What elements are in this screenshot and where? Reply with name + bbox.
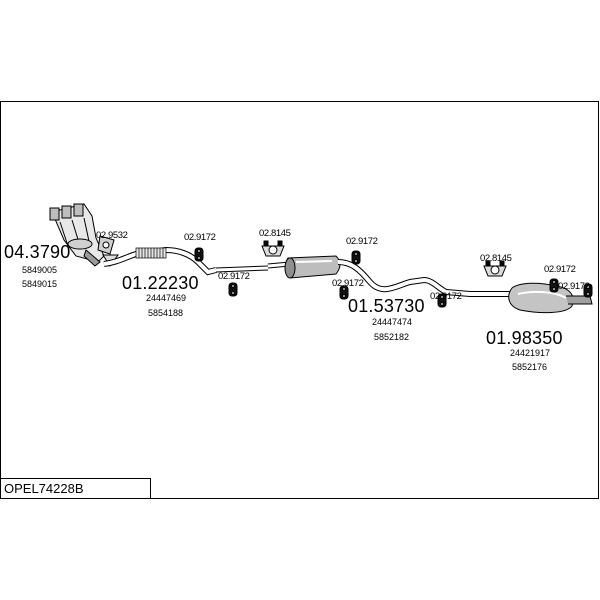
accessory-label-hanger-c: 02.9172 <box>346 236 378 247</box>
hanger-02-9172-a <box>194 247 204 262</box>
part-number-front-pipe: 01.22230 <box>122 273 199 293</box>
part-ref-manifold-1: 5849005 <box>22 265 58 275</box>
accessory-label-clamp-b: 02.8145 <box>480 253 512 264</box>
rear-pipe <box>337 259 512 297</box>
part-ref-rear-silencer-1: 24421917 <box>510 348 551 358</box>
part-number-manifold: 04.3790 <box>4 242 71 262</box>
exhaust-manifold <box>49 203 105 267</box>
intermediate-pipe <box>215 265 269 273</box>
clamp-02-8145-a <box>261 240 285 257</box>
accessory-label-02-9532: 02.9532 <box>96 230 128 241</box>
clamp-02-8145-b <box>483 260 507 277</box>
middle-silencer <box>267 255 341 279</box>
part-number-middle-silencer: 01.53730 <box>348 296 425 316</box>
accessory-label-hanger-g: 02.9172 <box>558 281 590 292</box>
part-number-rear-silencer: 01.98350 <box>486 328 563 348</box>
part-ref-front-pipe-1: 24447469 <box>146 293 187 303</box>
hanger-02-9172-c <box>351 250 361 265</box>
hanger-02-9172-d <box>339 285 349 300</box>
hanger-02-9172-b <box>228 282 238 297</box>
hanger-02-9172-f <box>549 278 559 293</box>
accessory-label-hanger-a: 02.9172 <box>184 232 216 243</box>
accessory-label-clamp-a: 02.8145 <box>259 228 291 239</box>
part-ref-middle-silencer-2: 5852182 <box>374 332 410 342</box>
diagram-code: OPEL74228B <box>0 478 151 499</box>
flex-section <box>135 247 167 259</box>
diagram-frame <box>0 101 599 499</box>
part-ref-middle-silencer-1: 24447474 <box>372 317 413 327</box>
accessory-label-hanger-f: 02.9172 <box>544 264 576 275</box>
accessory-label-hanger-e: 02.9172 <box>430 291 462 302</box>
part-ref-front-pipe-2: 5854188 <box>148 308 184 318</box>
hanger-02-9172-g <box>583 283 593 298</box>
manifold-flange <box>97 235 115 255</box>
part-ref-rear-silencer-2: 5852176 <box>512 362 548 372</box>
part-ref-manifold-2: 5849015 <box>22 279 58 289</box>
accessory-label-hanger-d: 02.9172 <box>332 278 364 289</box>
accessory-label-hanger-b: 02.9172 <box>218 271 250 282</box>
hanger-02-9172-e <box>437 293 447 308</box>
